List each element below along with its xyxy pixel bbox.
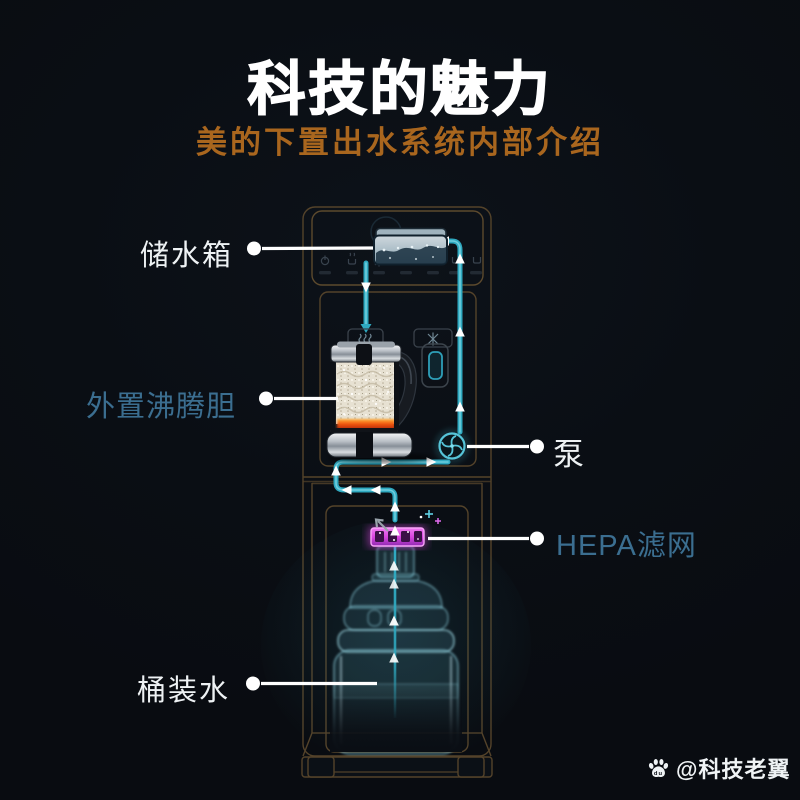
base-plinth <box>301 756 493 778</box>
watermark-handle: @科技老翼 <box>676 757 791 782</box>
page-subtitle: 美的下置出水系统内部介绍 <box>196 125 604 160</box>
bottle-leader-line <box>246 676 377 691</box>
pump-leader-line <box>467 439 544 454</box>
callout-water-tank: 储水箱 <box>140 240 234 272</box>
boiling-kettle-graphic <box>326 341 432 463</box>
baidu-paw-icon: du <box>648 758 669 777</box>
water-spout <box>421 343 449 388</box>
power-icon <box>320 255 330 266</box>
bottle-flow-line <box>389 546 399 718</box>
watermark: du @科技老翼 <box>646 752 790 784</box>
pipe-network <box>333 238 463 523</box>
filter-exhaust-arrow <box>374 518 389 532</box>
callout-pump: 泵 <box>553 437 586 472</box>
svg-text:du: du <box>654 770 663 776</box>
page-title: 科技的魅力 <box>247 56 553 123</box>
callout-bottled-water: 桶装水 <box>137 675 231 707</box>
hepa-filter-graphic <box>368 510 441 548</box>
heat-icon <box>347 252 357 265</box>
callout-boiling-chamber: 外置沸腾胆 <box>86 391 237 423</box>
kettle-knob <box>356 344 372 365</box>
filter-sparkles <box>419 510 441 524</box>
tank-leader-line <box>247 241 379 256</box>
water-tank-graphic <box>373 227 448 266</box>
boiler-leader-line <box>259 391 338 406</box>
kettle-heater-glow <box>337 419 395 430</box>
cup-icon <box>472 257 482 264</box>
pump-graphic <box>434 428 470 464</box>
hepa-leader-line <box>428 531 544 546</box>
callout-hepa-filter: HEPA滤网 <box>556 530 697 562</box>
